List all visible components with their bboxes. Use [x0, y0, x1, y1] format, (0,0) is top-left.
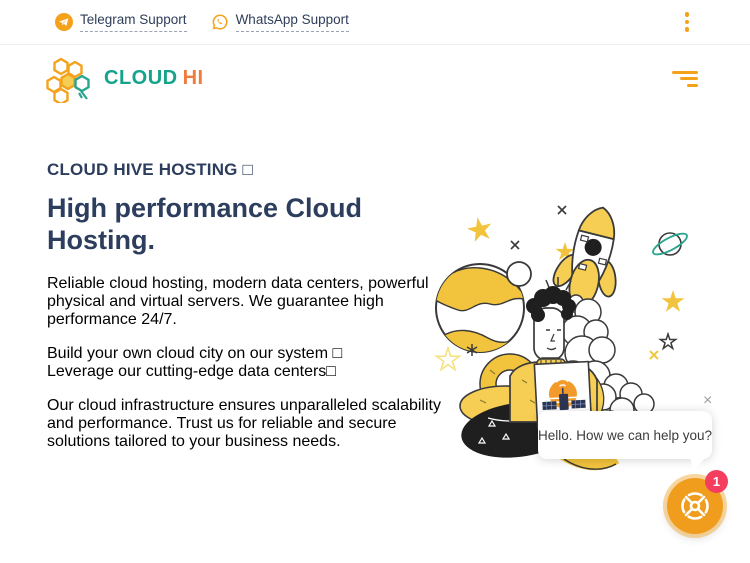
hero-title: High performance Cloud Hosting.	[47, 192, 445, 256]
star-icon	[661, 290, 685, 312]
globe-illustration	[435, 261, 532, 353]
chat-unread-badge: 1	[705, 470, 728, 493]
x-sparkle-icon	[557, 205, 567, 215]
chat-bubble[interactable]: Hello. How we can help you?	[538, 411, 712, 459]
hero-paragraph-1-line2: physical and virtual servers. We guarant…	[47, 293, 384, 310]
brand-name-cloud: CLOUD	[104, 67, 178, 89]
telegram-support-link[interactable]: Telegram Support	[55, 12, 187, 32]
x-sparkle-icon	[510, 240, 520, 250]
hexagon-hive-logo-icon	[45, 55, 91, 103]
chat-bubble-tail	[690, 458, 705, 471]
saturn-icon	[652, 232, 688, 256]
whatsapp-support-link[interactable]: WhatsApp Support	[211, 12, 349, 32]
hamburger-menu-icon[interactable]	[672, 67, 698, 91]
hero-paragraph-1-line1: Reliable cloud hosting, modern data cent…	[47, 275, 429, 292]
chat-close-icon[interactable]: ×	[703, 392, 713, 409]
asterisk-icon	[466, 344, 478, 356]
telegram-icon	[55, 13, 73, 31]
star-icon	[467, 217, 492, 242]
telegram-support-label: Telegram Support	[80, 12, 187, 32]
hero-paragraph-3-line3: solutions tailored to your business need…	[47, 433, 341, 450]
hero-paragraph-2-line2: Leverage our cutting-edge data centers□	[47, 363, 336, 380]
hero-title-line2: Hosting.	[47, 225, 155, 255]
whatsapp-icon	[211, 13, 229, 31]
brand-name-hi: HI	[182, 67, 204, 89]
chat-wheel-logo-icon	[678, 489, 712, 523]
hero-illustration	[430, 190, 750, 482]
star-outline-icon	[437, 348, 460, 370]
rocket-illustration	[552, 206, 617, 308]
kebab-menu-icon[interactable]	[681, 8, 694, 36]
star-outline-icon	[660, 334, 675, 348]
whatsapp-support-label: WhatsApp Support	[235, 12, 349, 32]
hero-section: CLOUD HIVE HOSTING □ High performance Cl…	[0, 112, 445, 451]
hero-paragraph-1-line3: performance 24/7.	[47, 311, 177, 328]
hair	[526, 286, 576, 322]
topbar: Telegram Support WhatsApp Support	[0, 0, 750, 45]
hero-paragraph-3-line2: and performance. Trust us for reliable a…	[47, 415, 397, 432]
hero-eyebrow: CLOUD HIVE HOSTING □	[47, 160, 253, 179]
hero-paragraph-2-line1: Build your own cloud city on our system …	[47, 345, 343, 362]
hero-paragraph-3-line1: Our cloud infrastructure ensures unparal…	[47, 397, 441, 414]
hero-title-line1: High performance Cloud	[47, 193, 363, 223]
x-sparkle-icon	[649, 350, 659, 360]
moon-icon	[506, 261, 532, 287]
star-icon	[555, 242, 575, 261]
